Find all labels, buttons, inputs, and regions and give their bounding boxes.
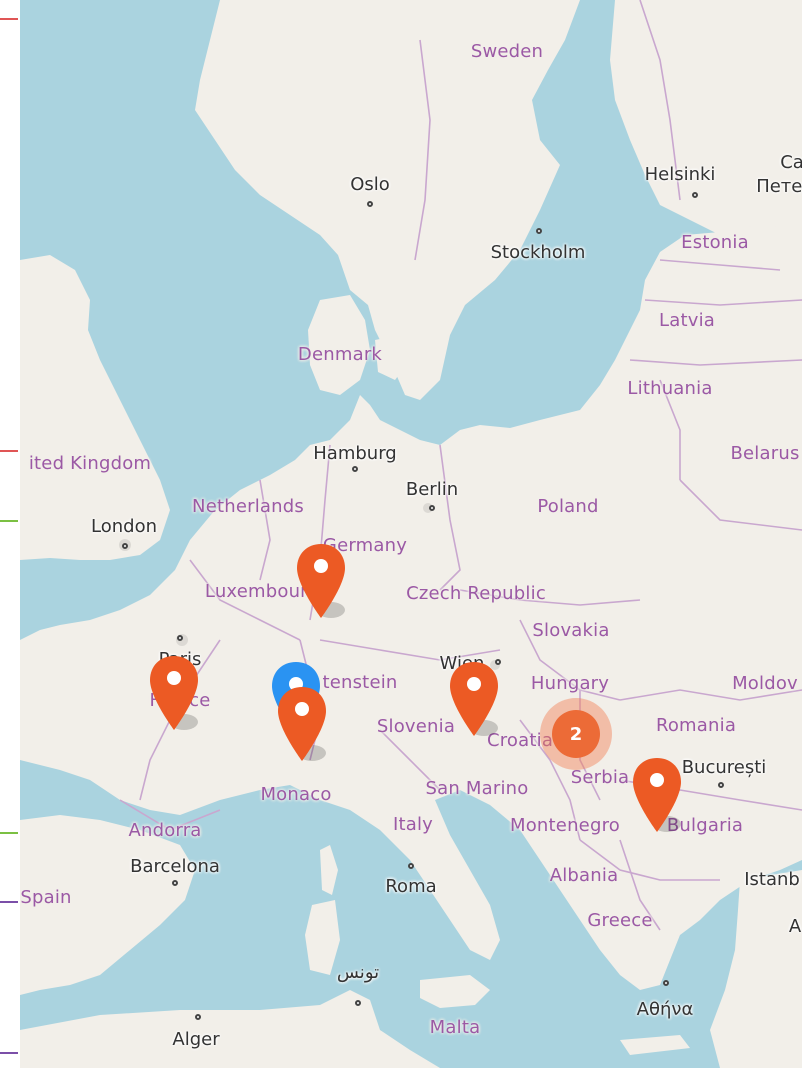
- map-pin-icon: [150, 656, 198, 730]
- land-sicily: [420, 975, 490, 1008]
- land-turkey: [710, 870, 802, 1068]
- edge-tick: [0, 901, 18, 903]
- country-borders: [119, 0, 802, 931]
- land-sardinia: [305, 900, 340, 975]
- city-dot: [718, 782, 724, 788]
- map-marker-switzerland[interactable]: [276, 685, 328, 765]
- city-dot: [122, 543, 128, 549]
- land-zealand: [375, 335, 410, 380]
- land-ireland: [20, 378, 42, 440]
- land-finland-russia: [610, 0, 802, 300]
- city-dot: [352, 466, 358, 472]
- edge-tick: [0, 1052, 18, 1054]
- edge-tick: [0, 832, 18, 834]
- land-great-britain: [20, 255, 170, 560]
- map-base-layer[interactable]: [20, 0, 802, 1068]
- city-dot: [663, 980, 669, 986]
- map-pin-icon: [450, 662, 498, 736]
- city-dot: [692, 192, 698, 198]
- city-dot: [355, 1000, 361, 1006]
- edge-tick: [0, 18, 18, 20]
- left-gutter: [0, 0, 20, 1068]
- land-corsica: [320, 845, 338, 895]
- map-marker-france[interactable]: [148, 654, 200, 734]
- map-pin-icon: [278, 687, 326, 761]
- city-dot: [177, 635, 183, 641]
- city-dot: [495, 659, 501, 665]
- land-continent: [20, 225, 802, 990]
- edge-tick: [0, 450, 18, 452]
- map-viewport[interactable]: Sweden Estonia Latvia Lithuania Denmark …: [20, 0, 802, 1068]
- cluster-count: 2: [552, 710, 600, 758]
- map-marker-bulgaria[interactable]: [631, 756, 683, 836]
- map-marker-germany[interactable]: [295, 542, 347, 622]
- map-pin-icon: [633, 758, 681, 832]
- city-dot: [429, 505, 435, 511]
- city-dot: [172, 880, 178, 886]
- city-dot: [195, 1014, 201, 1020]
- map-marker-austria[interactable]: [448, 660, 500, 740]
- map-pin-icon: [297, 544, 345, 618]
- city-dot: [367, 201, 373, 207]
- city-dot: [536, 228, 542, 234]
- marker-cluster[interactable]: 2: [540, 698, 612, 770]
- land-denmark: [308, 295, 370, 395]
- land-crete: [620, 1035, 690, 1055]
- edge-tick: [0, 520, 18, 522]
- land-scandinavia: [195, 0, 580, 400]
- land-north-africa: [20, 990, 440, 1068]
- land-iberia: [20, 815, 195, 995]
- city-dot: [408, 863, 414, 869]
